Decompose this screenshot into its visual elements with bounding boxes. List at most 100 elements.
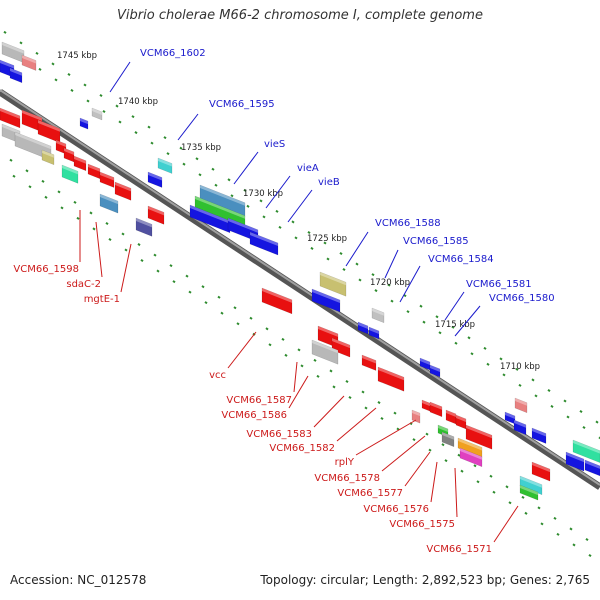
gene-label-forward[interactable]: vieB [318,177,340,188]
gene-block[interactable] [429,401,443,418]
tick-mark [140,259,144,263]
tick-mark [166,152,170,156]
gene-block[interactable] [531,461,551,482]
tick-mark [35,51,39,55]
gene-block[interactable] [249,231,279,256]
gene-block-highlight [369,327,379,334]
gene-block[interactable] [377,366,405,392]
gene-block[interactable] [0,107,21,129]
gene-block[interactable] [441,431,455,448]
gene-block[interactable] [368,326,380,340]
gene-label-forward[interactable]: VCM66_1584 [428,254,494,265]
gene-block[interactable] [157,157,173,174]
gene-block-highlight [458,438,482,451]
gene-label-reverse[interactable]: VCM66_1575 [389,519,455,530]
gene-block[interactable] [459,447,483,468]
scale-label: 1720 kbp [370,278,410,288]
gene-block[interactable] [361,354,377,371]
tick-mark [150,141,154,145]
gene-block[interactable] [114,181,132,201]
gene-block[interactable] [584,459,600,477]
gene-label-reverse[interactable]: VCM66_1582 [269,443,335,454]
gene-block-highlight [200,185,245,206]
gene-block[interactable] [147,171,163,188]
gene-block-highlight [532,428,546,437]
gene-label-reverse[interactable]: VCM66_1571 [426,544,492,555]
tick-mark [54,78,58,82]
gene-label-reverse[interactable]: vcc [209,370,226,381]
gene-label-reverse[interactable]: mgtE-1 [84,294,120,305]
gene-block[interactable] [319,271,347,297]
gene-label-reverse[interactable]: VCM66_1586 [221,410,287,421]
gene-label-forward[interactable]: VCM66_1580 [489,293,555,304]
gene-label-forward[interactable]: VCM66_1581 [466,279,532,290]
gene-label-reverse[interactable]: VCM66_1598 [13,264,79,275]
tick-mark [483,346,487,350]
tick-mark [44,195,48,199]
tick-mark [329,369,333,373]
gene-label-reverse[interactable]: sdaC-2 [66,279,101,290]
tick-mark [406,310,410,314]
gene-label-reverse[interactable]: VCM66_1576 [363,504,429,515]
gene-block[interactable] [9,67,23,84]
gene-label-reverse[interactable]: VCM66_1577 [337,488,403,499]
gene-block[interactable] [531,427,547,444]
gene-block-highlight [320,272,346,286]
gene-block[interactable] [135,217,153,237]
tick-mark [515,367,519,371]
gene-block[interactable] [147,205,165,225]
gene-block[interactable] [21,54,37,71]
scale-label: 1715 kbp [435,320,475,330]
gene-block[interactable] [429,364,441,378]
gene-block[interactable] [572,439,600,463]
gene-block[interactable] [465,424,493,450]
tick-mark [147,125,151,129]
gene-features[interactable] [0,41,600,501]
gene-block-highlight [520,476,542,488]
gene-block-highlight [148,172,162,181]
gene-label-reverse[interactable]: rplY [335,457,355,468]
gene-block[interactable] [41,149,55,166]
gene-block[interactable] [411,409,421,424]
gene-block[interactable] [519,475,543,496]
callout-line [227,331,257,369]
gene-block[interactable] [513,419,527,436]
gene-label-reverse[interactable]: VCM66_1587 [226,395,292,406]
gene-label-forward[interactable]: VCM66_1585 [403,236,469,247]
gene-block[interactable] [331,337,351,358]
gene-block[interactable] [311,288,341,313]
tick-mark [92,227,96,231]
gene-block[interactable] [519,484,539,501]
gene-label-reverse[interactable]: VCM66_1583 [246,429,312,440]
gene-block[interactable] [79,117,89,130]
tick-mark [534,394,538,398]
gene-block[interactable] [91,107,103,121]
gene-block[interactable] [311,339,339,365]
gene-block[interactable] [73,155,87,172]
gene-block[interactable] [99,171,115,188]
tick-mark [595,420,599,424]
gene-block[interactable] [371,307,385,324]
gene-label-forward[interactable]: VCM66_1595 [209,99,275,110]
gene-label-forward[interactable]: vieA [297,163,319,174]
gene-label-forward[interactable]: VCM66_1588 [375,218,441,229]
gene-block[interactable] [261,287,293,315]
gene-block[interactable] [357,321,369,335]
gene-block[interactable] [565,451,585,472]
tick-mark [172,280,176,284]
tick-mark [211,167,215,171]
gene-label-forward[interactable]: vieS [264,139,285,150]
tick-mark [486,362,490,366]
callout-line [336,407,377,442]
tick-mark [227,178,231,182]
gene-block[interactable] [61,164,79,184]
scale-label: 1745 kbp [57,51,97,61]
gene-label-forward[interactable]: VCM66_1602 [140,48,206,59]
gene-label-reverse[interactable]: VCM66_1578 [314,473,380,484]
gene-block[interactable] [189,204,231,234]
tick-mark [390,299,394,303]
gene-block[interactable] [514,397,528,414]
gene-block[interactable] [99,193,119,214]
